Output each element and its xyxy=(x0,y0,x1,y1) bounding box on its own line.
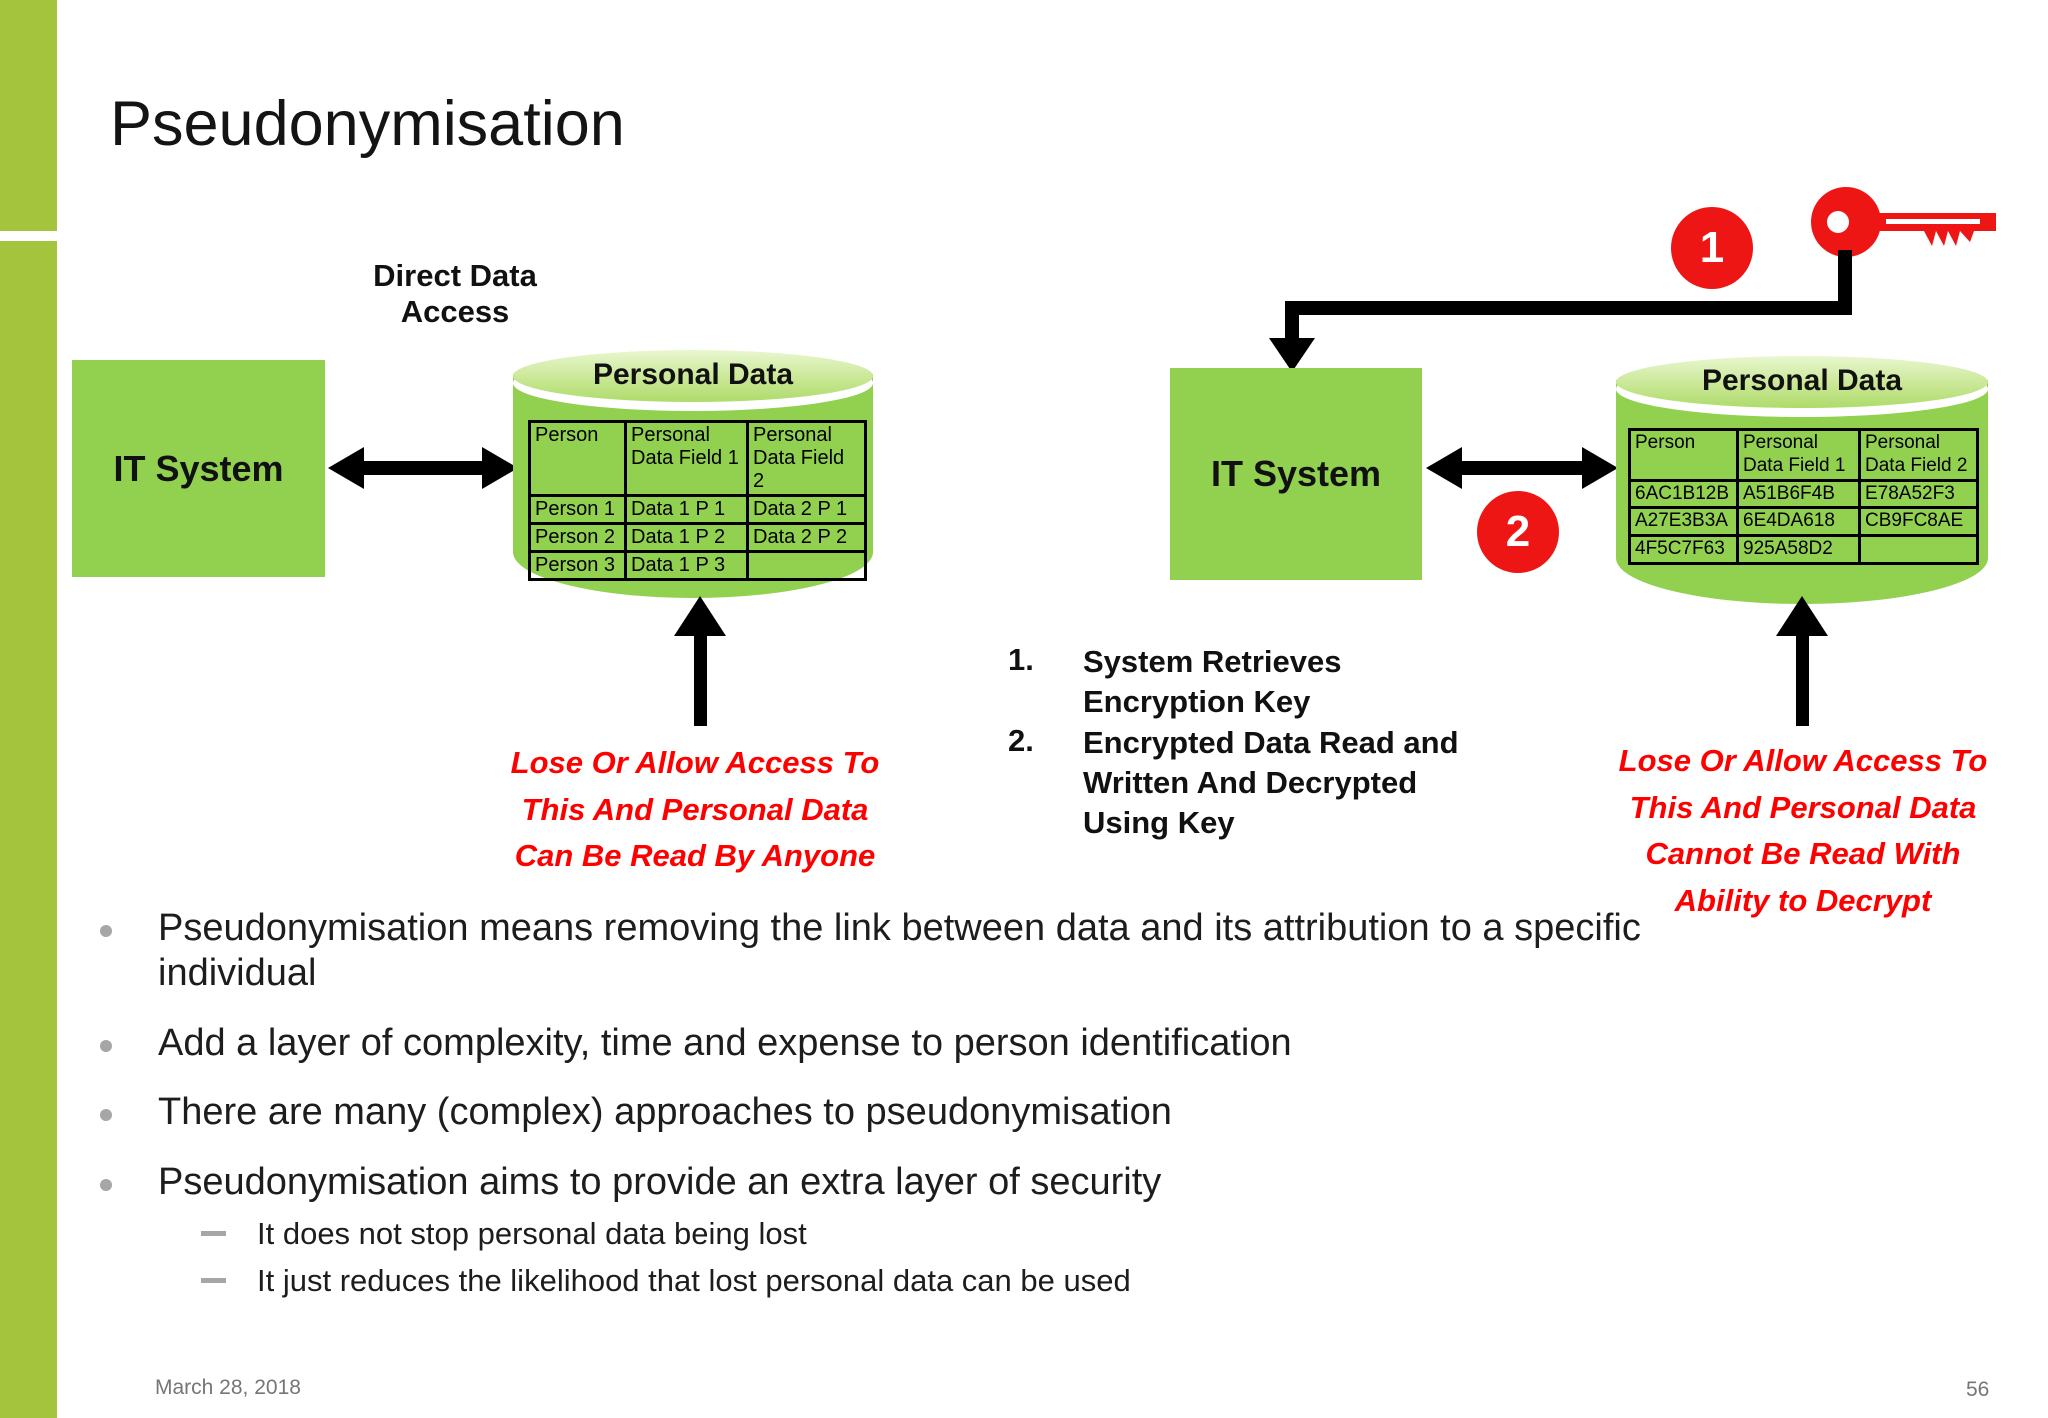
header-cell: Personal Data Field 2 xyxy=(1858,428,1979,482)
it-system-box-left: IT System xyxy=(72,360,325,577)
db-title-right: Personal Data xyxy=(1701,364,1903,397)
cell xyxy=(746,550,867,581)
db-cylinder-top xyxy=(1616,356,1988,408)
header-cell: Person xyxy=(528,420,627,497)
page-title: Pseudonymisation xyxy=(110,89,625,159)
key-icon xyxy=(1811,187,1996,257)
step-number: 2. xyxy=(1008,722,1034,758)
bullet-item: Add a layer of complexity, time and expe… xyxy=(90,1021,1730,1066)
personal-data-table-right: Person Personal Data Field 1 Personal Da… xyxy=(1628,428,1979,565)
table-row: A27E3B3A 6E4DA618 CB9FC8AE xyxy=(1628,506,1979,538)
cell xyxy=(1858,534,1979,565)
table-row: 4F5C7F63 925A58D2 xyxy=(1628,534,1979,565)
cell: Data 2 P 1 xyxy=(746,494,867,525)
page-number: 56 xyxy=(1966,1378,1990,1401)
step-item-1: 1. System Retrieves Encryption Key xyxy=(1008,642,1508,723)
sidebar-accent-bar-bottom xyxy=(0,241,57,1418)
table-header-row: Person Personal Data Field 1 Personal Da… xyxy=(528,420,867,497)
left-right-arrow-icon-right xyxy=(1426,447,1618,489)
db-title-left: Personal Data xyxy=(592,358,794,391)
up-arrow-icon-left xyxy=(674,596,726,726)
footer-date: March 28, 2018 xyxy=(155,1376,301,1399)
up-arrow-icon-right xyxy=(1776,596,1828,726)
cell: Data 1 P 2 xyxy=(624,522,749,553)
table-row: Person 1 Data 1 P 1 Data 2 P 1 xyxy=(528,494,867,525)
cell: Person 2 xyxy=(528,522,627,553)
table-row: Person 3 Data 1 P 3 xyxy=(528,550,867,581)
right-warning-caption: Lose Or Allow Access To This And Persona… xyxy=(1618,743,1988,918)
cell: 6E4DA618 xyxy=(1736,506,1861,538)
step-1-badge: 1 xyxy=(1671,207,1753,289)
table-header-row: Person Personal Data Field 1 Personal Da… xyxy=(1628,428,1979,482)
badge-number: 2 xyxy=(1505,507,1531,556)
bullet-item: Pseudonymisation aims to provide an extr… xyxy=(90,1160,1730,1205)
step-number: 1. xyxy=(1008,642,1034,677)
badge-number: 1 xyxy=(1699,223,1725,272)
it-system-label-right: IT System xyxy=(1210,453,1382,494)
step-text: Encrypted Data Read and Written And Decr… xyxy=(1083,724,1459,841)
table-row: Person 2 Data 1 P 2 Data 2 P 2 xyxy=(528,522,867,553)
table-row: 6AC1B12B A51B6F4B E78A52F3 xyxy=(1628,478,1979,510)
cell: A27E3B3A xyxy=(1628,506,1739,538)
step-text: System Retrieves Encryption Key xyxy=(1083,644,1342,720)
cell: 6AC1B12B xyxy=(1628,478,1739,510)
cell: Data 2 P 2 xyxy=(746,522,867,553)
elbow-arrow-icon xyxy=(1269,250,1852,372)
header-cell: Person xyxy=(1628,428,1739,482)
bullet-item: Pseudonymisation means removing the link… xyxy=(90,906,1730,996)
left-warning-caption: Lose Or Allow Access To This And Persona… xyxy=(510,745,880,873)
bullet-list: Pseudonymisation means removing the link… xyxy=(90,906,1730,1304)
cell: 4F5C7F63 xyxy=(1628,534,1739,565)
it-system-box-right: IT System xyxy=(1170,368,1422,580)
cell: 925A58D2 xyxy=(1736,534,1861,565)
sub-bullet-item: It just reduces the likelihood that lost… xyxy=(195,1258,1730,1305)
cell: A51B6F4B xyxy=(1736,478,1861,510)
cell: E78A52F3 xyxy=(1858,478,1979,510)
sidebar-accent-bar-top xyxy=(0,0,57,231)
it-system-label-left: IT System xyxy=(113,447,284,489)
steps-list: 1. System Retrieves Encryption Key 2. En… xyxy=(1008,642,1508,843)
personal-data-table-left: Person Personal Data Field 1 Personal Da… xyxy=(528,420,867,581)
step-item-2: 2. Encrypted Data Read and Written And D… xyxy=(1008,723,1508,844)
header-cell: Personal Data Field 1 xyxy=(1736,428,1861,482)
cell: Person 3 xyxy=(528,550,627,581)
sub-bullet-item: It does not stop personal data being los… xyxy=(195,1211,1730,1258)
cell: Data 1 P 3 xyxy=(624,550,749,581)
cell: Data 1 P 1 xyxy=(624,494,749,525)
db-cylinder-top xyxy=(513,350,873,402)
left-right-arrow-icon xyxy=(328,447,518,489)
header-cell: Personal Data Field 2 xyxy=(746,420,867,497)
step-2-badge: 2 xyxy=(1477,491,1559,573)
cell: CB9FC8AE xyxy=(1858,506,1979,538)
header-cell: Personal Data Field 1 xyxy=(624,420,749,497)
direct-data-access-label: Direct Data Access xyxy=(373,258,537,329)
bullet-item: There are many (complex) approaches to p… xyxy=(90,1090,1730,1135)
cell: Person 1 xyxy=(528,494,627,525)
